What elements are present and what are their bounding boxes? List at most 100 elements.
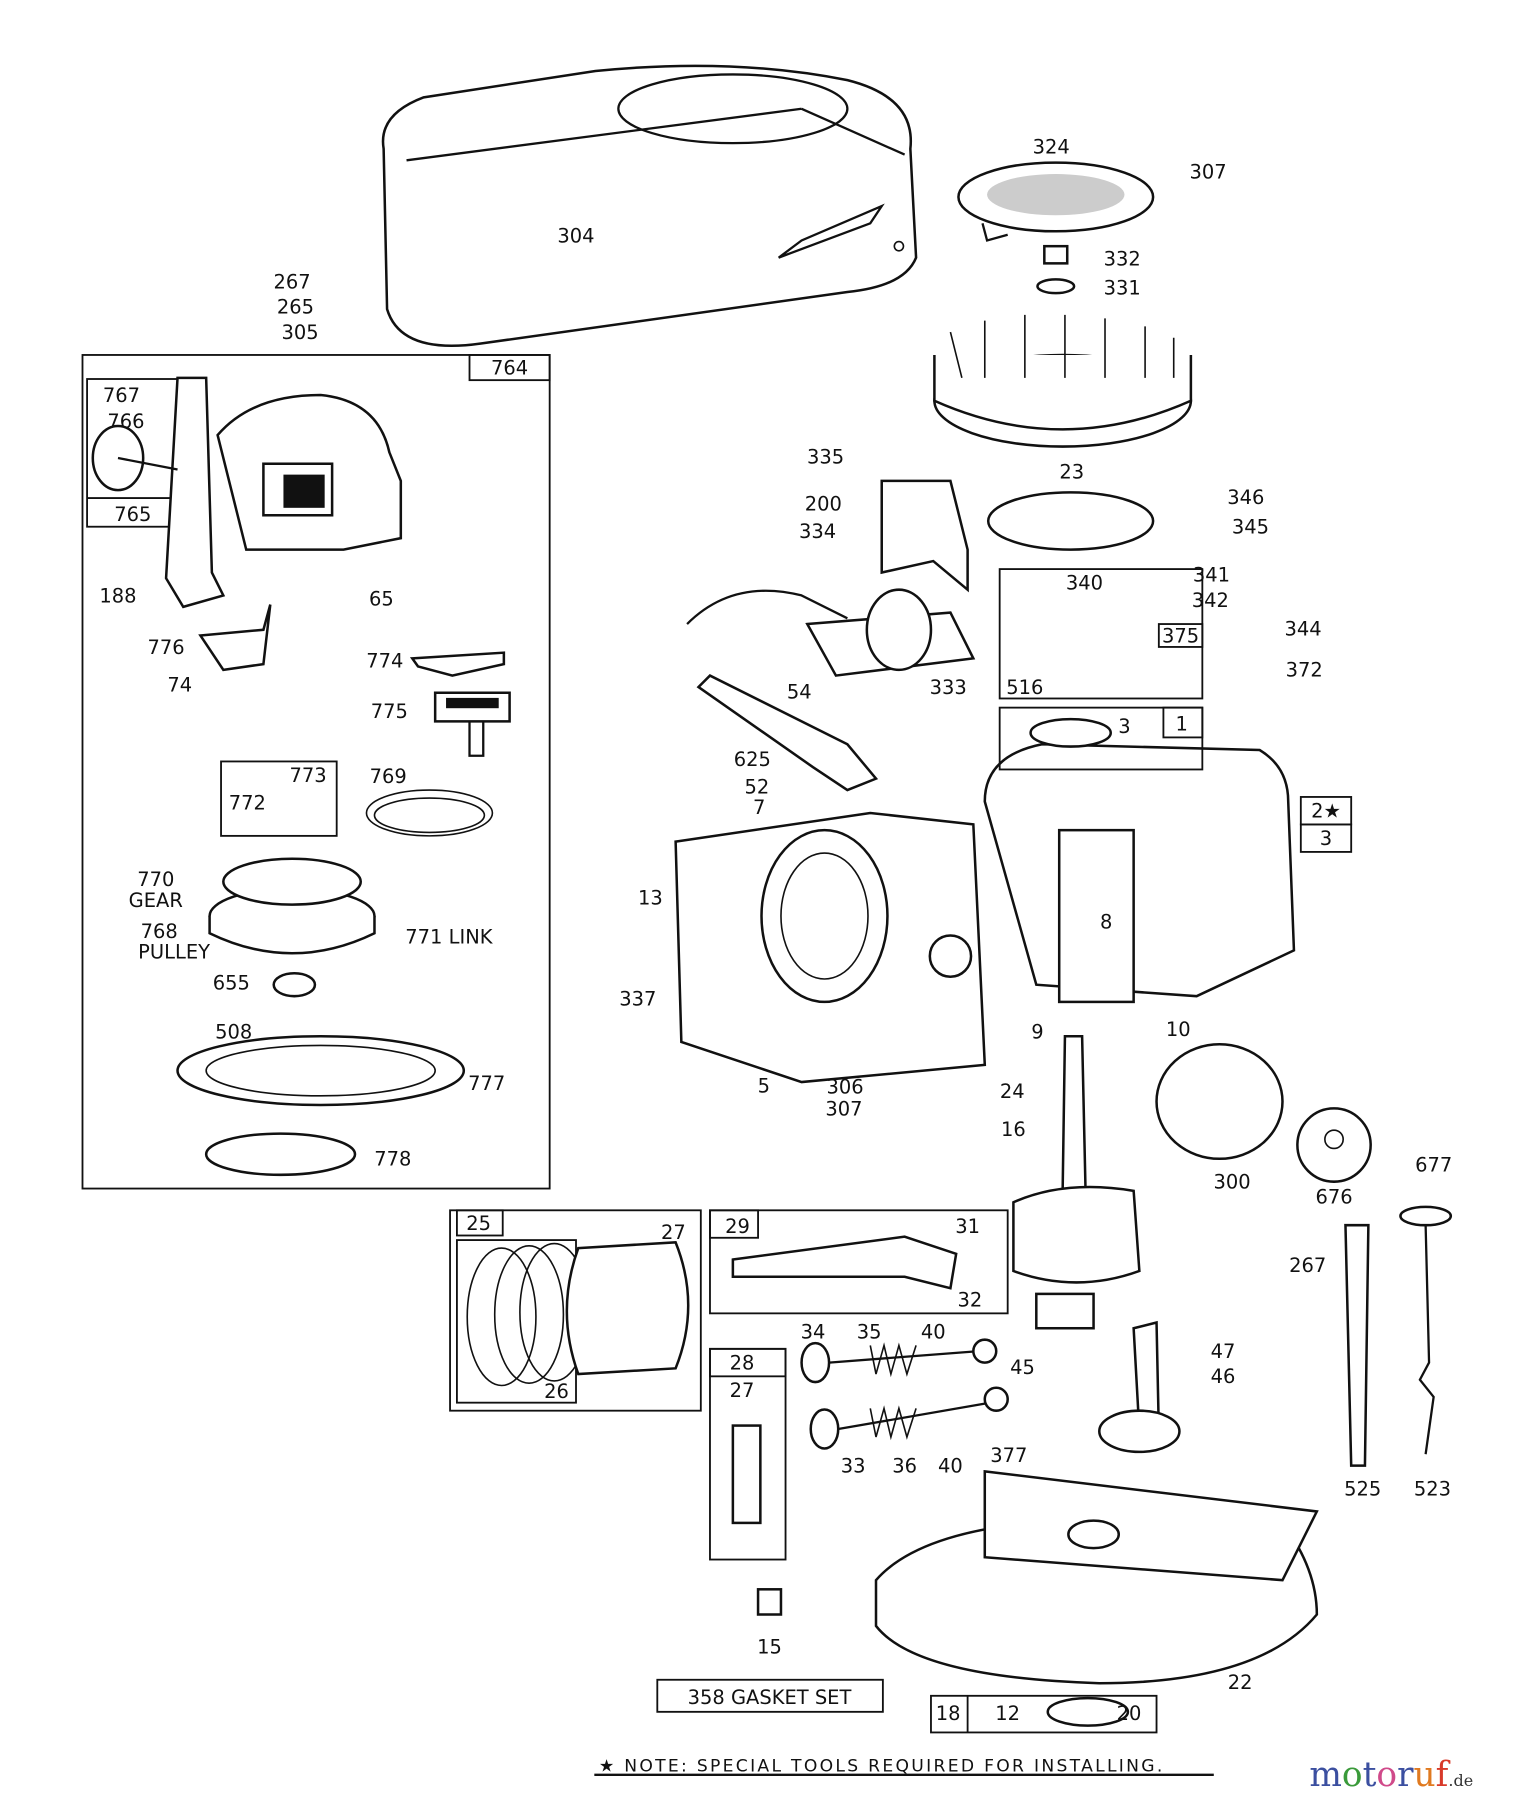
label: 40 <box>938 1455 963 1478</box>
label: 375 <box>1162 624 1199 647</box>
label: 358 GASKET SET <box>688 1686 852 1709</box>
label: PULLEY <box>138 940 210 963</box>
camshaft <box>1098 1320 1181 1454</box>
starter-housing <box>91 376 403 609</box>
label: 34 <box>801 1321 826 1344</box>
installation-note: ★ NOTE: SPECIAL TOOLS REQUIRED FOR INSTA… <box>599 1756 1165 1776</box>
label: 47 <box>1211 1340 1236 1363</box>
label: 267 <box>273 271 310 294</box>
label: 331 <box>1104 276 1141 299</box>
label: 3 <box>1118 715 1130 738</box>
label: 777 <box>468 1072 505 1095</box>
label: 304 <box>557 225 594 248</box>
label: 28 <box>730 1351 755 1374</box>
label: 18 <box>936 1702 961 1725</box>
label: 46 <box>1211 1365 1236 1388</box>
label: 54 <box>787 680 812 703</box>
label: 45 <box>1010 1356 1035 1379</box>
label: 65 <box>369 588 394 611</box>
label: 52 <box>745 776 770 799</box>
flywheel <box>933 244 1193 448</box>
label: 344 <box>1285 617 1322 640</box>
label: 340 <box>1066 572 1103 595</box>
label-box-764 <box>468 354 551 382</box>
label-box-1 <box>998 706 1204 771</box>
label: 324 <box>1033 135 1070 158</box>
cylinder-block <box>674 717 1296 1084</box>
piston-pin <box>731 1424 762 1525</box>
label: 12 <box>995 1702 1020 1725</box>
connecting-rod <box>731 1235 958 1290</box>
breather-tube <box>696 674 879 792</box>
label: 40 <box>921 1321 946 1344</box>
label: 771 LINK <box>405 926 493 949</box>
label: 523 <box>1414 1477 1451 1500</box>
watermark-logo: motoruf.de <box>1309 1755 1473 1795</box>
label: 508 <box>215 1021 252 1044</box>
starter-handle <box>365 651 511 837</box>
label-box-773 <box>220 760 338 837</box>
label: 337 <box>619 987 656 1010</box>
label: 342 <box>1192 589 1229 612</box>
label: 766 <box>107 410 144 433</box>
label: 24 <box>1000 1080 1025 1103</box>
label: 22 <box>1228 1671 1253 1694</box>
label: 16 <box>1001 1118 1026 1141</box>
label: 773 <box>289 764 326 787</box>
label: 333 <box>930 676 967 699</box>
label: 7 <box>753 796 765 819</box>
label: 306 <box>827 1076 864 1099</box>
label: 307 <box>825 1097 862 1120</box>
label: 267 <box>1289 1254 1326 1277</box>
ignition-armature <box>686 588 976 677</box>
label: 676 <box>1315 1185 1352 1208</box>
label-box-18 <box>930 1694 1158 1734</box>
label: 9 <box>1031 1021 1043 1044</box>
bracket-200 <box>880 479 969 593</box>
label: 767 <box>103 384 140 407</box>
muffler <box>1155 1043 1372 1183</box>
crankcase-cover <box>874 1469 1319 1727</box>
label: 25 <box>466 1212 491 1235</box>
label: 200 <box>805 493 842 516</box>
label: GEAR <box>129 889 183 912</box>
label: 768 <box>141 920 178 943</box>
label-box-25 <box>449 1209 702 1412</box>
label: 27 <box>730 1379 755 1402</box>
label: 778 <box>374 1148 411 1171</box>
label: 23 <box>1059 461 1084 484</box>
label: 345 <box>1232 516 1269 539</box>
label: 74 <box>167 674 192 697</box>
label: 525 <box>1344 1477 1381 1500</box>
dipstick <box>1344 1205 1453 1467</box>
label: 20 <box>1117 1702 1142 1725</box>
label: 346 <box>1227 486 1264 509</box>
label-box-3 <box>1299 823 1353 853</box>
label: 3 <box>1320 827 1332 850</box>
label: 307 <box>1189 161 1226 184</box>
piston-and-rings <box>466 1241 690 1387</box>
label: 26 <box>544 1380 569 1403</box>
crankshaft <box>1012 1035 1141 1330</box>
pulley-and-gear <box>176 857 466 1177</box>
label: 774 <box>366 650 403 673</box>
label: 33 <box>841 1455 866 1478</box>
label: 15 <box>757 1635 782 1658</box>
label: 372 <box>1286 659 1323 682</box>
label: 775 <box>371 700 408 723</box>
label: 35 <box>857 1321 882 1344</box>
valves <box>800 1338 1009 1450</box>
label-box-29 <box>709 1209 1009 1315</box>
label: 625 <box>734 748 771 771</box>
label: 5 <box>758 1074 770 1097</box>
label: 29 <box>725 1215 750 1238</box>
label: 334 <box>799 520 836 543</box>
rotating-screen <box>957 161 1155 242</box>
label: 8 <box>1100 911 1112 934</box>
cover-345 <box>986 491 1155 551</box>
label: 36 <box>892 1455 917 1478</box>
label: 31 <box>955 1215 980 1238</box>
label: 10 <box>1166 1018 1191 1041</box>
label: 32 <box>958 1288 983 1311</box>
label: 341 <box>1193 564 1230 587</box>
